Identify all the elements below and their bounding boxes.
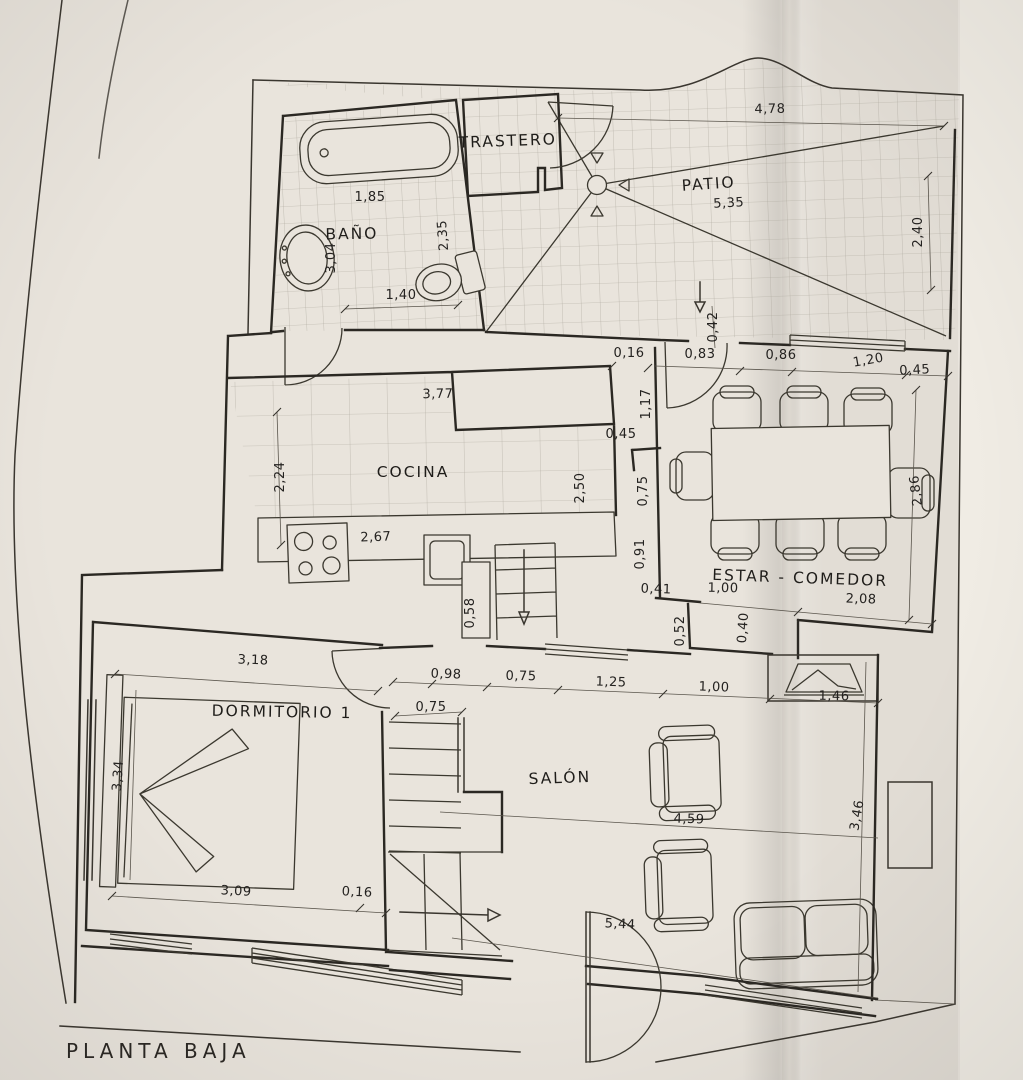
dim-step-045: 0,45 [606, 427, 637, 442]
dim-patio-depth: 2,40 [911, 217, 926, 248]
dim-step-040: 0,40 [735, 612, 752, 644]
armchair-2 [643, 838, 714, 933]
trastero [461, 92, 614, 198]
dim-wall-016: 0,16 [614, 346, 645, 361]
dim-wall-098: 0,98 [430, 666, 461, 682]
kitchen-tiles [230, 376, 614, 522]
bathtub [299, 113, 459, 185]
dining-room [484, 330, 952, 660]
entrance-door [585, 911, 662, 1063]
staircase [385, 717, 504, 957]
room-label-bano: BAÑO [325, 224, 378, 244]
counter-stub [461, 561, 491, 639]
dimension-lines [107, 113, 953, 999]
dining-table [710, 424, 892, 522]
dining-window [789, 334, 906, 352]
dim-pass-100: 1,00 [707, 581, 738, 597]
slope-arrow-icons [590, 152, 630, 217]
salon-north-window [544, 643, 629, 661]
kitchen [220, 331, 618, 641]
dim-estar-depth: 2,86 [907, 474, 926, 507]
page-edge-curve [13, 0, 67, 1004]
dim-wall-042: 0,42 [706, 312, 721, 343]
patio-door [664, 341, 728, 409]
room-label-dormitorio: DORMITORIO 1 [212, 702, 353, 722]
stairs-direction-arrow [399, 907, 502, 923]
south-window-b [251, 947, 463, 996]
dim-cocina-width: 3,77 [422, 387, 453, 403]
dim-patio-diag: 5,35 [713, 195, 745, 212]
dim-dorm-width: 3,18 [237, 652, 268, 668]
bedroom-west-window [83, 699, 97, 881]
dim-cocina-left: 2,24 [273, 462, 288, 493]
dim-bano-height: 3,04 [324, 243, 339, 274]
room-label-patio: PATIO [681, 173, 736, 195]
dim-step-052: 0,52 [673, 616, 688, 647]
dim-bano-right: 2,35 [435, 219, 452, 251]
dim-salon-height: 3,46 [847, 799, 867, 832]
dim-stairs-width: 0,75 [416, 700, 447, 715]
down-arrow-icon [693, 281, 707, 314]
dim-tv-146: 1,46 [818, 689, 849, 705]
dim-estar-width: 2,08 [845, 591, 876, 607]
bedroom [73, 568, 391, 1004]
dim-door-075: 0,75 [505, 669, 536, 685]
toilet [415, 250, 486, 302]
dim-wall-100: 1,00 [698, 679, 729, 695]
dim-door-083: 0,83 [685, 347, 716, 362]
trastero-walls [461, 92, 564, 198]
tv-icon [784, 663, 864, 696]
plan-title: PLANTA BAJA [66, 1039, 251, 1063]
patio-drain [586, 174, 608, 196]
dim-stub-058: 0,58 [463, 598, 478, 629]
dim-patio-width: 4,78 [754, 102, 785, 118]
bathroom [269, 98, 486, 386]
labels: TRASTERO PATIO BAÑO COCINA ESTAR - COMED… [66, 102, 931, 1063]
dim-salon-width: 4,59 [673, 811, 704, 827]
living-room [80, 643, 933, 1063]
room-label-salon: SALÓN [528, 767, 591, 788]
site-boundary [13, 0, 964, 1063]
dim-wall-045: 0,45 [899, 362, 931, 379]
dim-entrance-width: 5,44 [604, 916, 636, 933]
room-label-trastero: TRASTERO [457, 130, 557, 151]
south-window-a [109, 933, 193, 955]
patio [253, 60, 959, 340]
dim-tub-width: 1,85 [355, 190, 386, 205]
trastero-door [547, 101, 614, 169]
dim-wall-016b: 0,16 [341, 884, 373, 901]
east-wall-niche [887, 781, 933, 869]
dim-wall-086: 0,86 [766, 348, 797, 363]
dim-dorm-bed-width: 3,09 [220, 883, 252, 900]
stove [286, 522, 350, 584]
patio-slope-lines [485, 101, 947, 337]
dim-window-120: 1,20 [852, 350, 885, 370]
dim-counter-267: 2,67 [360, 529, 391, 545]
dim-cocina-right: 2,50 [573, 473, 588, 504]
bathroom-sink [279, 224, 335, 292]
page-edge-curve-2 [98, 0, 129, 159]
dim-window-125: 1,25 [595, 674, 626, 690]
sofa-window [704, 984, 863, 1019]
dim-dorm-height: 3,34 [110, 760, 127, 792]
dim-wall-091: 0,91 [633, 539, 648, 570]
patio-tiles [253, 60, 959, 340]
dim-pass-075: 0,75 [636, 476, 651, 507]
steps-down [494, 542, 558, 641]
patio-east-wall [948, 128, 957, 340]
dim-wall-041: 0,41 [640, 581, 671, 597]
dim-bano-width: 1,40 [386, 288, 417, 303]
dim-pass-117: 1,17 [639, 389, 654, 420]
sofa [733, 898, 879, 990]
bed [98, 674, 301, 890]
room-label-cocina: COCINA [377, 463, 450, 481]
armchair-1 [648, 724, 722, 822]
